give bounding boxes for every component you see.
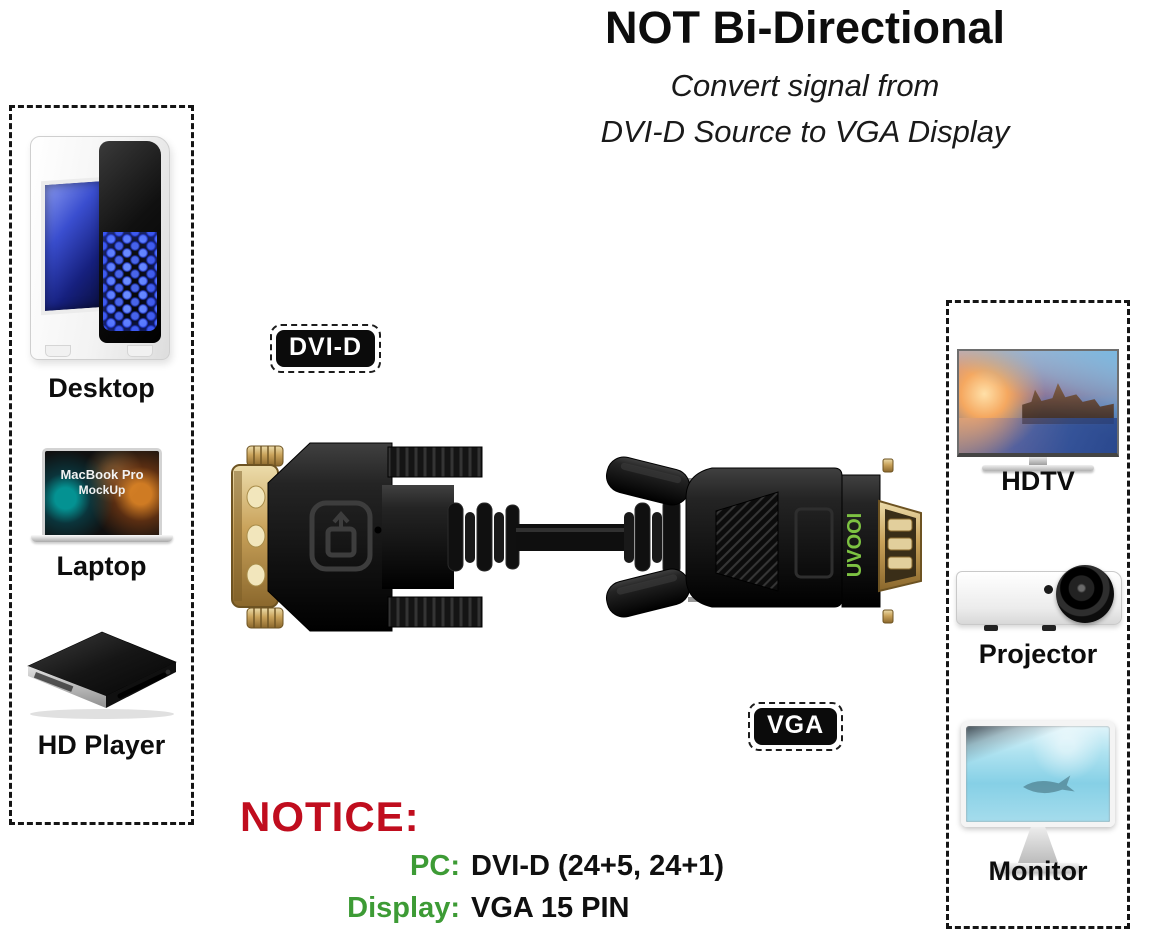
notice-value-pc: DVI-D (24+5, 24+1)	[471, 850, 725, 882]
laptop-screen-subtitle: MockUp	[78, 483, 126, 497]
hd-player-image	[27, 631, 177, 719]
source-devices-panel: Desktop MacBook Pro MockUp Laptop	[9, 105, 194, 825]
brand-text: UVOOI	[844, 513, 866, 577]
subtitle-line-1: Convert signal from	[670, 68, 940, 103]
label-desktop: Desktop	[48, 373, 155, 403]
desktop-tower-image	[28, 136, 176, 370]
label-projector: Projector	[978, 639, 1098, 669]
projector-image	[956, 565, 1122, 631]
dvi-to-vga-cable-image: UVOOI	[231, 442, 922, 632]
monitor-screen	[961, 721, 1115, 827]
notice-key-pc: PC:	[410, 850, 460, 882]
notice-row-pc: PC: DVI-D (24+5, 24+1)	[240, 850, 760, 883]
imac-monitor-image	[961, 721, 1115, 873]
dvi-d-badge-label: DVI-D	[276, 330, 376, 367]
laptop-screen: MacBook Pro MockUp	[42, 448, 162, 539]
subtitle-line-2: DVI-D Source to VGA Display	[600, 114, 1010, 149]
dvi-d-badge: DVI-D	[270, 324, 382, 373]
projector-lens	[1056, 565, 1114, 623]
vga-connector: UVOOI	[606, 456, 922, 624]
laptop-screen-title: MacBook Pro	[60, 467, 144, 482]
vga-badge: VGA	[748, 702, 844, 751]
display-devices-panel: HDTV Projector Monitor	[946, 300, 1130, 929]
macbook-laptop-image: MacBook Pro MockUp	[31, 448, 173, 550]
hdtv-image	[957, 349, 1119, 471]
vga-badge-label: VGA	[754, 708, 838, 745]
tower-hex-leds	[102, 231, 158, 331]
label-monitor: Monitor	[988, 856, 1088, 886]
header: NOT Bi-Directional Convert signal from D…	[430, 0, 1164, 150]
laptop-base	[31, 535, 173, 542]
notice-row-display: Display: VGA 15 PIN	[240, 892, 760, 925]
notice-key-display: Display:	[347, 892, 460, 924]
fish-graphic	[1022, 775, 1075, 794]
cable-cord	[447, 497, 681, 577]
notice-value-display: VGA 15 PIN	[471, 892, 630, 924]
notice-heading: NOTICE:	[240, 793, 420, 840]
dvi-connector	[231, 442, 483, 632]
page-title: NOT Bi-Directional	[604, 2, 1006, 53]
notice-block: NOTICE: PC: DVI-D (24+5, 24+1) Display: …	[240, 793, 760, 925]
label-hdtv: HDTV	[1001, 466, 1075, 496]
label-laptop: Laptop	[56, 551, 147, 581]
hdtv-screen	[957, 349, 1119, 457]
tower-side-window	[41, 176, 107, 316]
label-hd-player: HD Player	[37, 730, 166, 760]
tower-front-panel	[99, 141, 161, 343]
tower-body	[30, 136, 170, 360]
